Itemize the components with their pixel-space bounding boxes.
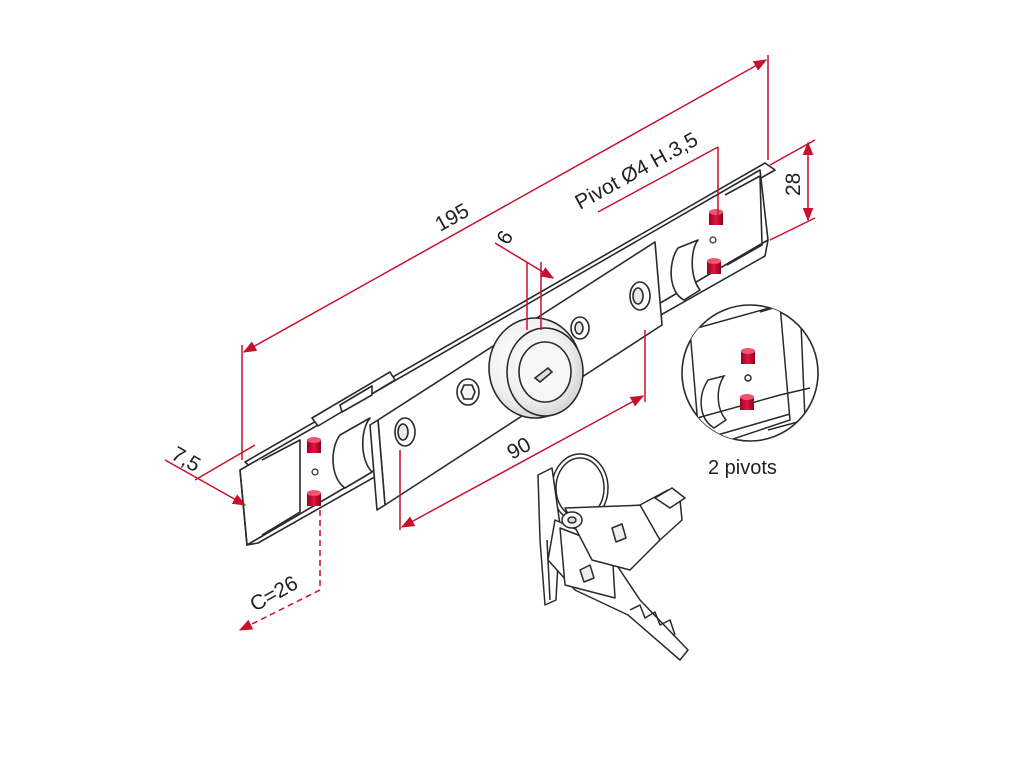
dim-195-line bbox=[242, 59, 768, 353]
detail-caption: 2 pivots bbox=[708, 457, 777, 479]
key-middle-teeth bbox=[629, 604, 676, 636]
pivot-pin-left-top bbox=[307, 437, 321, 453]
left-slot bbox=[332, 417, 373, 489]
detail-pin-bottom bbox=[740, 394, 754, 410]
pivot-pin-right-bottom bbox=[707, 258, 721, 274]
plate-side bbox=[369, 419, 386, 511]
dim-28-ext-bottom bbox=[769, 217, 816, 241]
key-back-groove bbox=[546, 539, 551, 601]
dim-c26-label: C=26 bbox=[246, 572, 302, 617]
key-middle-mark bbox=[579, 564, 595, 583]
key-front-tip bbox=[654, 487, 686, 509]
detail-pin-hole bbox=[744, 374, 752, 382]
dimension-lines bbox=[164, 55, 816, 631]
detail-edge bbox=[689, 387, 811, 421]
key-set bbox=[537, 453, 689, 661]
dim-28-label: 28 bbox=[782, 173, 805, 196]
dim-7-5-ext bbox=[194, 444, 256, 481]
key-slot bbox=[533, 366, 554, 384]
dim-c26-line bbox=[238, 589, 321, 631]
left-tongue-tip bbox=[339, 385, 373, 413]
bar-left-edge bbox=[239, 469, 248, 546]
key-back bbox=[537, 467, 561, 606]
bar-left-rail bbox=[261, 439, 301, 536]
small-screw-inner bbox=[574, 321, 584, 335]
detail-content bbox=[689, 305, 811, 441]
dim-90-line bbox=[400, 395, 645, 528]
dim-195-label: 195 bbox=[431, 199, 473, 236]
pivot-pin-right-top bbox=[709, 209, 723, 225]
dim-6-line bbox=[494, 242, 555, 279]
dim-7-5-label: 7,5 bbox=[168, 442, 205, 477]
pivot-spec-label: Pivot Ø4 H.3,5 bbox=[571, 128, 702, 214]
hex-screw-head bbox=[460, 384, 476, 400]
detail-pin-top bbox=[741, 348, 755, 364]
key-front bbox=[564, 504, 661, 571]
left-screw-hole-inner bbox=[397, 423, 409, 441]
lock-cylinder bbox=[488, 317, 584, 419]
pin-hole-right bbox=[709, 236, 717, 244]
dim-6-label: 6 bbox=[492, 227, 518, 249]
pivot-pin-left-bottom bbox=[307, 490, 321, 506]
pivot-leader-line bbox=[597, 146, 719, 213]
right-screw-hole-inner bbox=[632, 287, 644, 305]
key-front-mark bbox=[611, 523, 627, 543]
key-washer-hole bbox=[567, 516, 577, 524]
pin-hole-left bbox=[311, 468, 319, 476]
dim-7-5-line bbox=[164, 459, 247, 506]
detail-view: 2 pivots bbox=[681, 304, 819, 479]
dim-90-label: 90 bbox=[503, 433, 535, 464]
